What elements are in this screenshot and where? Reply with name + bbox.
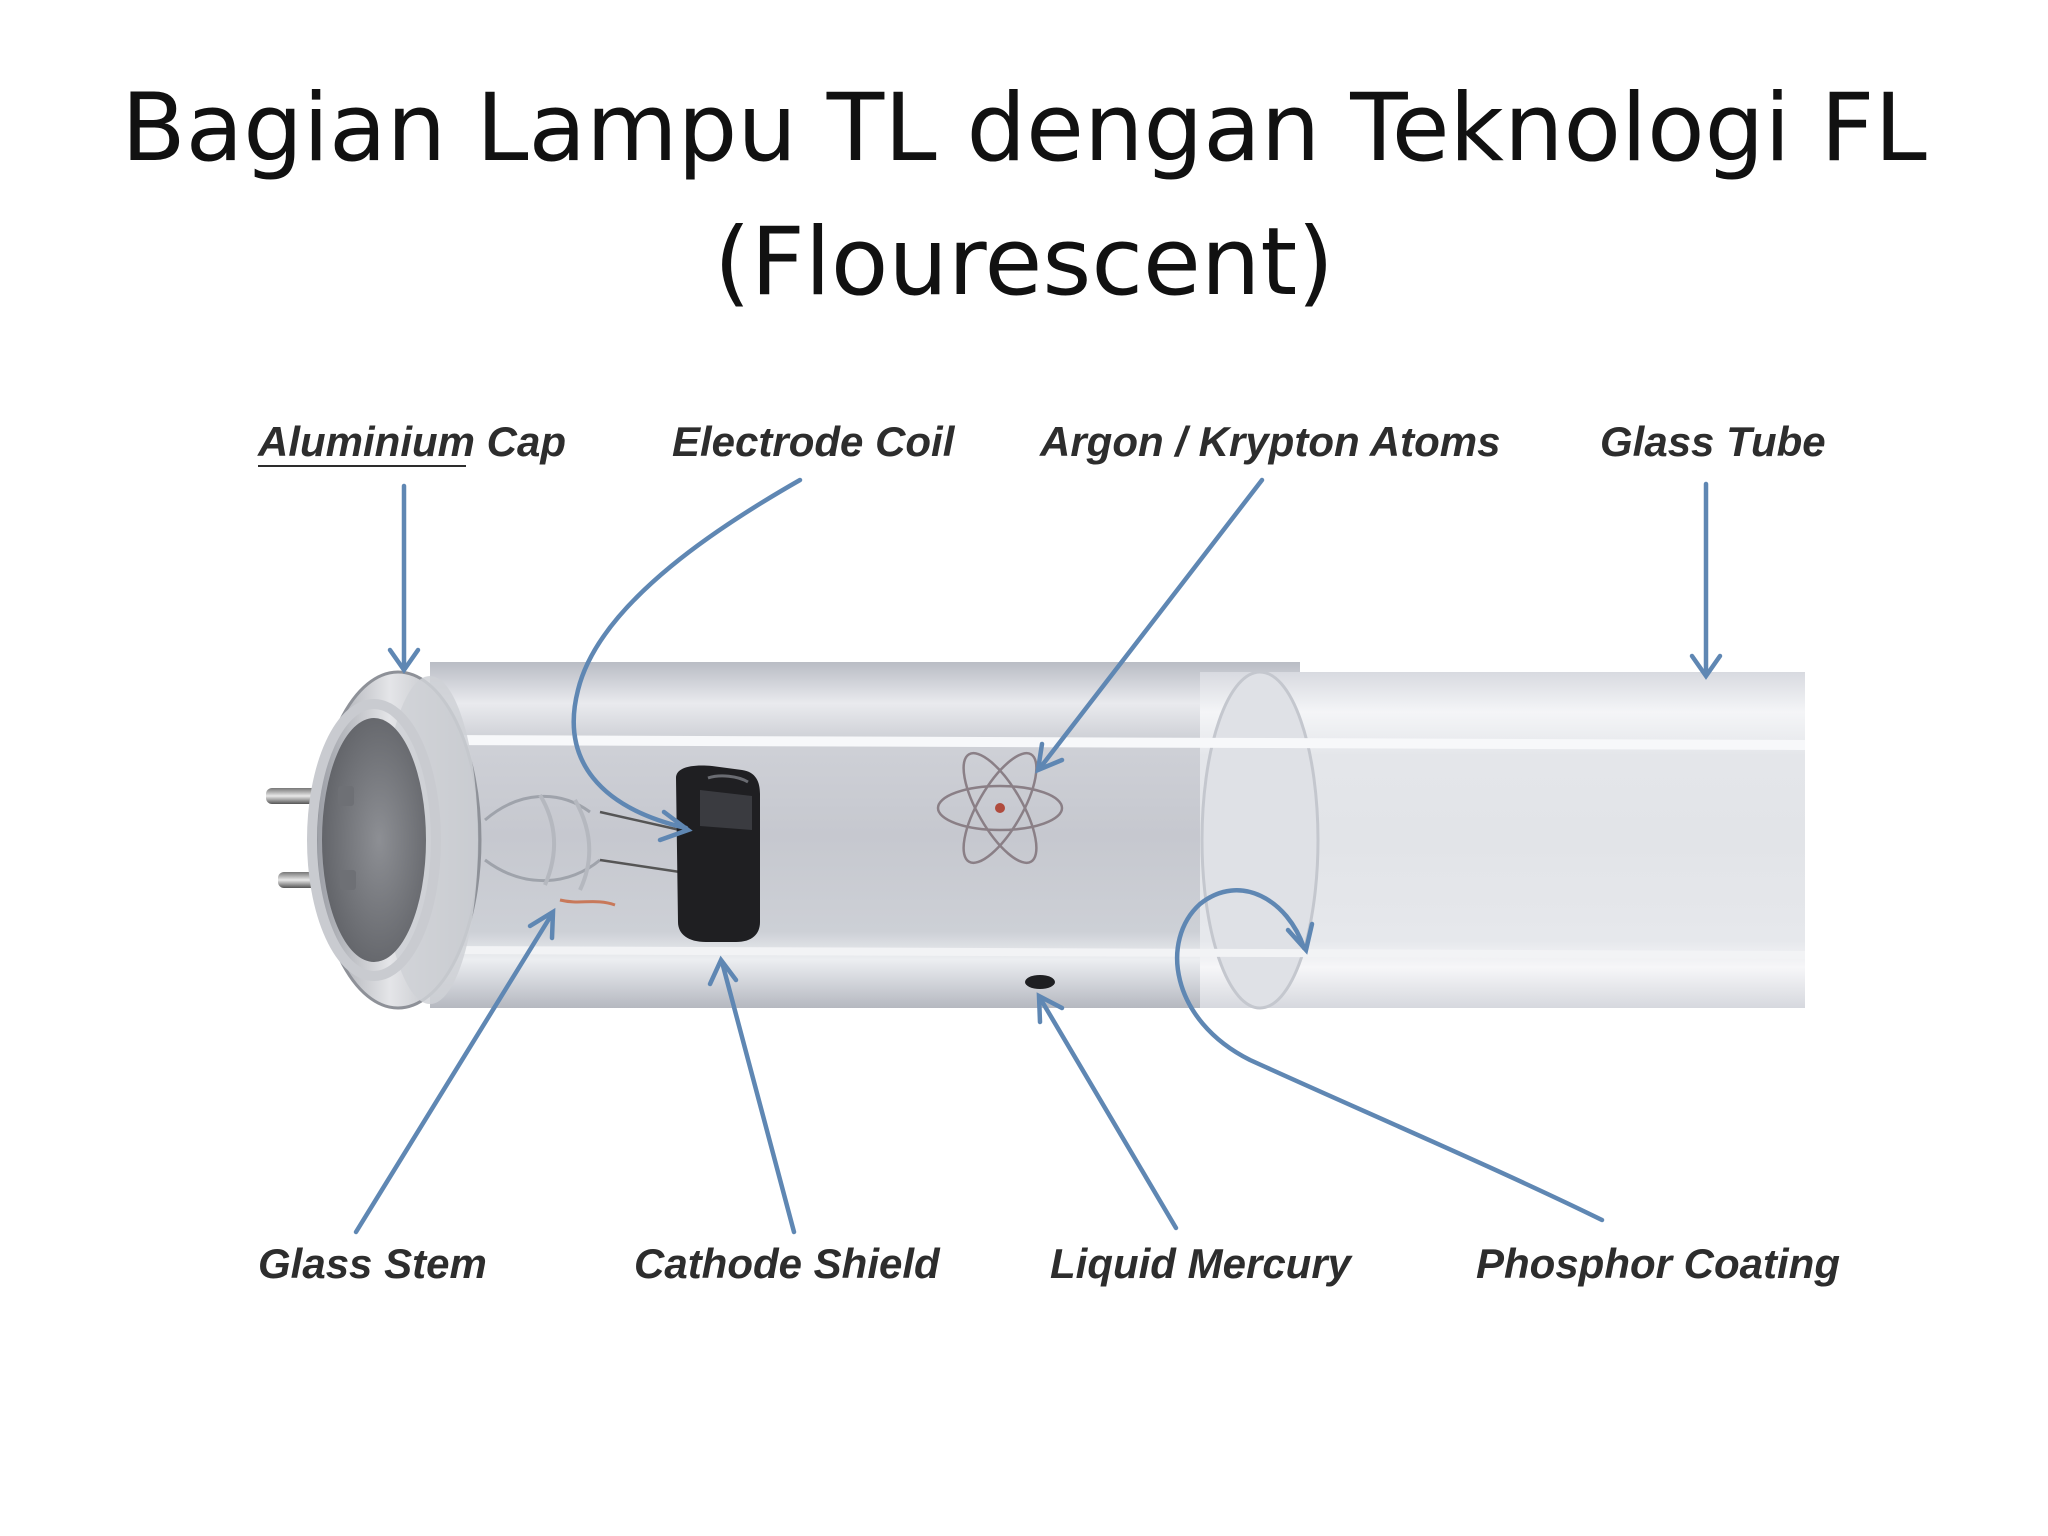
arrow-argon-krypton-atoms [1035,477,1265,774]
label-cathode-shield: Cathode Shield [634,1240,941,1287]
arrow-cathode-shield [707,955,797,1235]
cap-face [322,718,426,962]
mercury-droplet [1025,975,1055,989]
label-argon-krypton-atoms: Argon / Krypton Atoms [1039,418,1500,465]
arrow-liquid-mercury [1036,992,1179,1231]
arrow-phosphor-coating [1175,888,1605,1223]
arrow-electrode-coil [571,477,803,843]
slide-title-line-1: Bagian Lampu TL dengan Teknologi FL [121,74,1927,183]
arrow-aluminium-cap [387,483,421,674]
label-glass-stem: Glass Stem [258,1240,487,1287]
cathode-shield-part [676,765,760,942]
cap-pin-base-lower [340,870,356,890]
slide-title-line-2: (Flourescent) [714,208,1334,317]
slide-title: Bagian Lampu TL dengan Teknologi FL (Flo… [0,62,2048,330]
tube-highlight-bottom [429,946,1806,959]
leader-arrows [353,477,1723,1235]
label-electrode-coil: Electrode Coil [672,418,956,465]
label-aluminium-cap: Aluminium Cap [257,418,566,465]
aluminium-cap-part [266,670,482,1010]
label-liquid-mercury: Liquid Mercury [1050,1240,1354,1287]
arrow-glass-tube [1689,481,1723,680]
cap-face-ring [307,699,441,981]
atom-icon [936,751,1064,865]
phosphor-coating-edge [1200,670,1320,1010]
glass-tube-body [429,662,1806,1010]
label-glass-tube: Glass Tube [1600,418,1826,465]
glass-stem-part [484,793,681,907]
label-phosphor-coating: Phosphor Coating [1476,1240,1840,1287]
arrow-glass-stem [353,907,556,1235]
cap-pin-base-upper [338,786,354,806]
tube-highlight-top [429,735,1806,750]
electrode-filament [559,898,616,907]
